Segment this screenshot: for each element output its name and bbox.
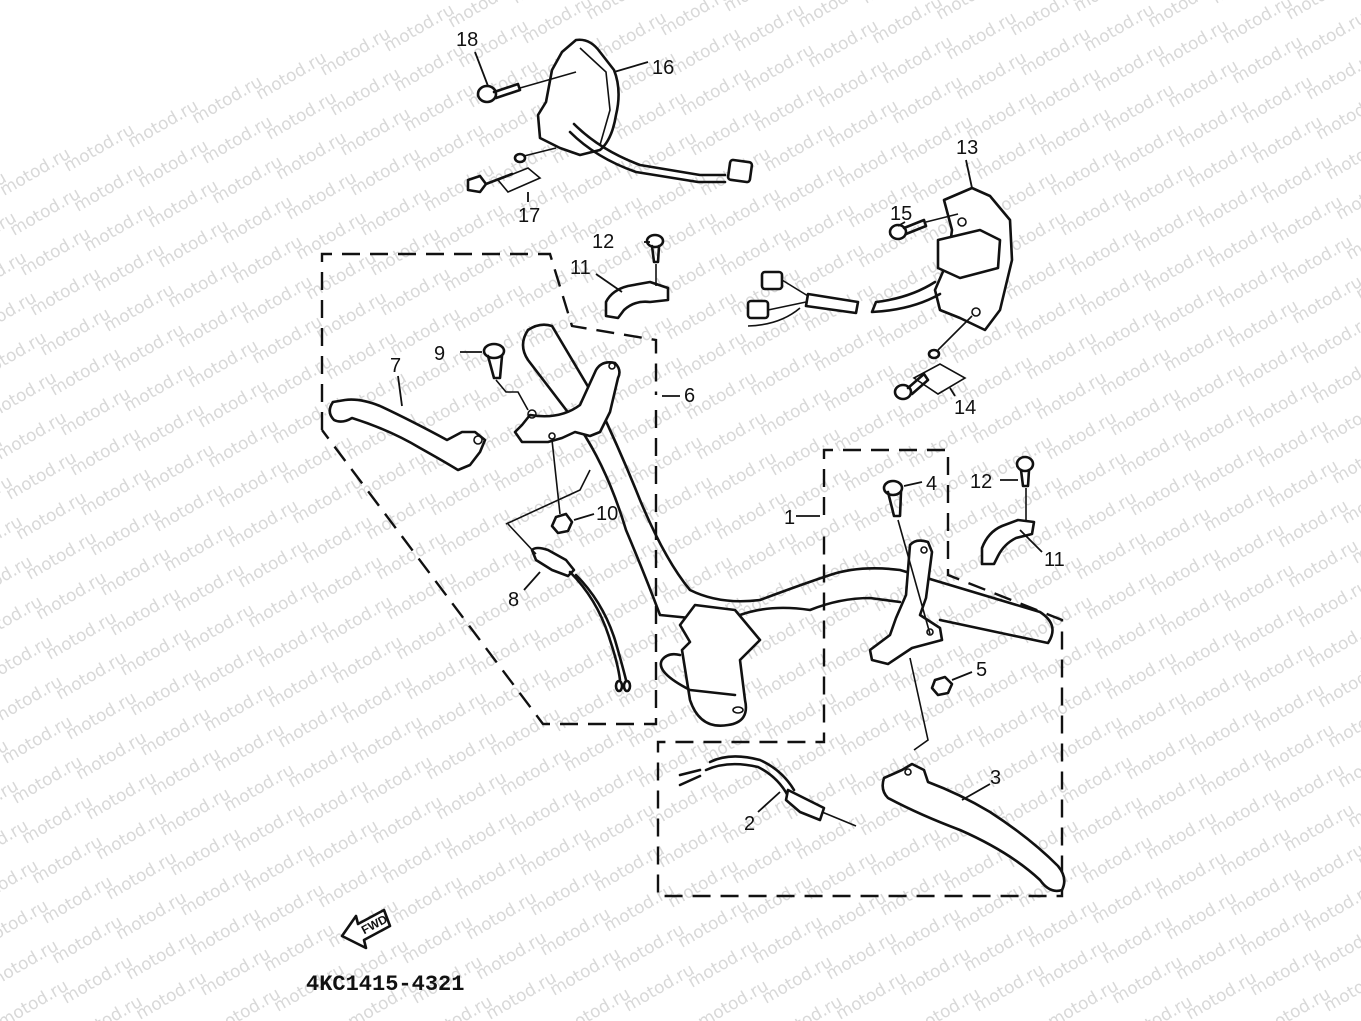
front-brake-switch bbox=[678, 755, 857, 827]
nut-left bbox=[505, 439, 591, 535]
group-boundary-1 bbox=[656, 448, 1064, 898]
pivot-bolt-right bbox=[882, 479, 931, 635]
callout-2: 2 bbox=[744, 813, 755, 835]
callout-11-right: 11 bbox=[1044, 549, 1065, 571]
lever-holder-right bbox=[868, 539, 944, 666]
callout-15: 15 bbox=[890, 203, 912, 225]
callout-12-left: 12 bbox=[592, 231, 614, 253]
callout-17: 17 bbox=[518, 205, 540, 227]
callouts: 18 16 17 13 15 14 12 11 9 7 6 10 8 1 4 5 bbox=[390, 29, 1065, 835]
callout-7: 7 bbox=[390, 355, 401, 377]
callout-12-right: 12 bbox=[970, 471, 992, 493]
callout-6: 6 bbox=[684, 385, 695, 407]
callout-13: 13 bbox=[956, 137, 978, 159]
callout-9: 9 bbox=[434, 343, 445, 365]
callout-11-left: 11 bbox=[570, 257, 591, 279]
brake-lever bbox=[881, 657, 1066, 893]
handlebar-switch-right bbox=[746, 186, 1014, 401]
callout-18: 18 bbox=[456, 29, 478, 51]
lever-holder-left bbox=[513, 361, 621, 444]
callout-16: 16 bbox=[652, 57, 674, 79]
callout-10: 10 bbox=[596, 503, 618, 525]
callout-8: 8 bbox=[508, 589, 519, 611]
callout-14: 14 bbox=[954, 397, 976, 419]
nut-right bbox=[930, 675, 954, 697]
rear-brake-lever bbox=[328, 398, 487, 472]
pivot-bolt-left bbox=[482, 342, 529, 411]
rear-brake-switch bbox=[507, 523, 632, 693]
callout-4: 4 bbox=[926, 473, 937, 495]
callout-5: 5 bbox=[976, 659, 987, 681]
group-boundary-6 bbox=[320, 252, 658, 726]
callout-1: 1 bbox=[784, 507, 795, 529]
part-code: 4KC1415-4321 bbox=[306, 972, 464, 997]
callout-3: 3 bbox=[990, 767, 1001, 789]
